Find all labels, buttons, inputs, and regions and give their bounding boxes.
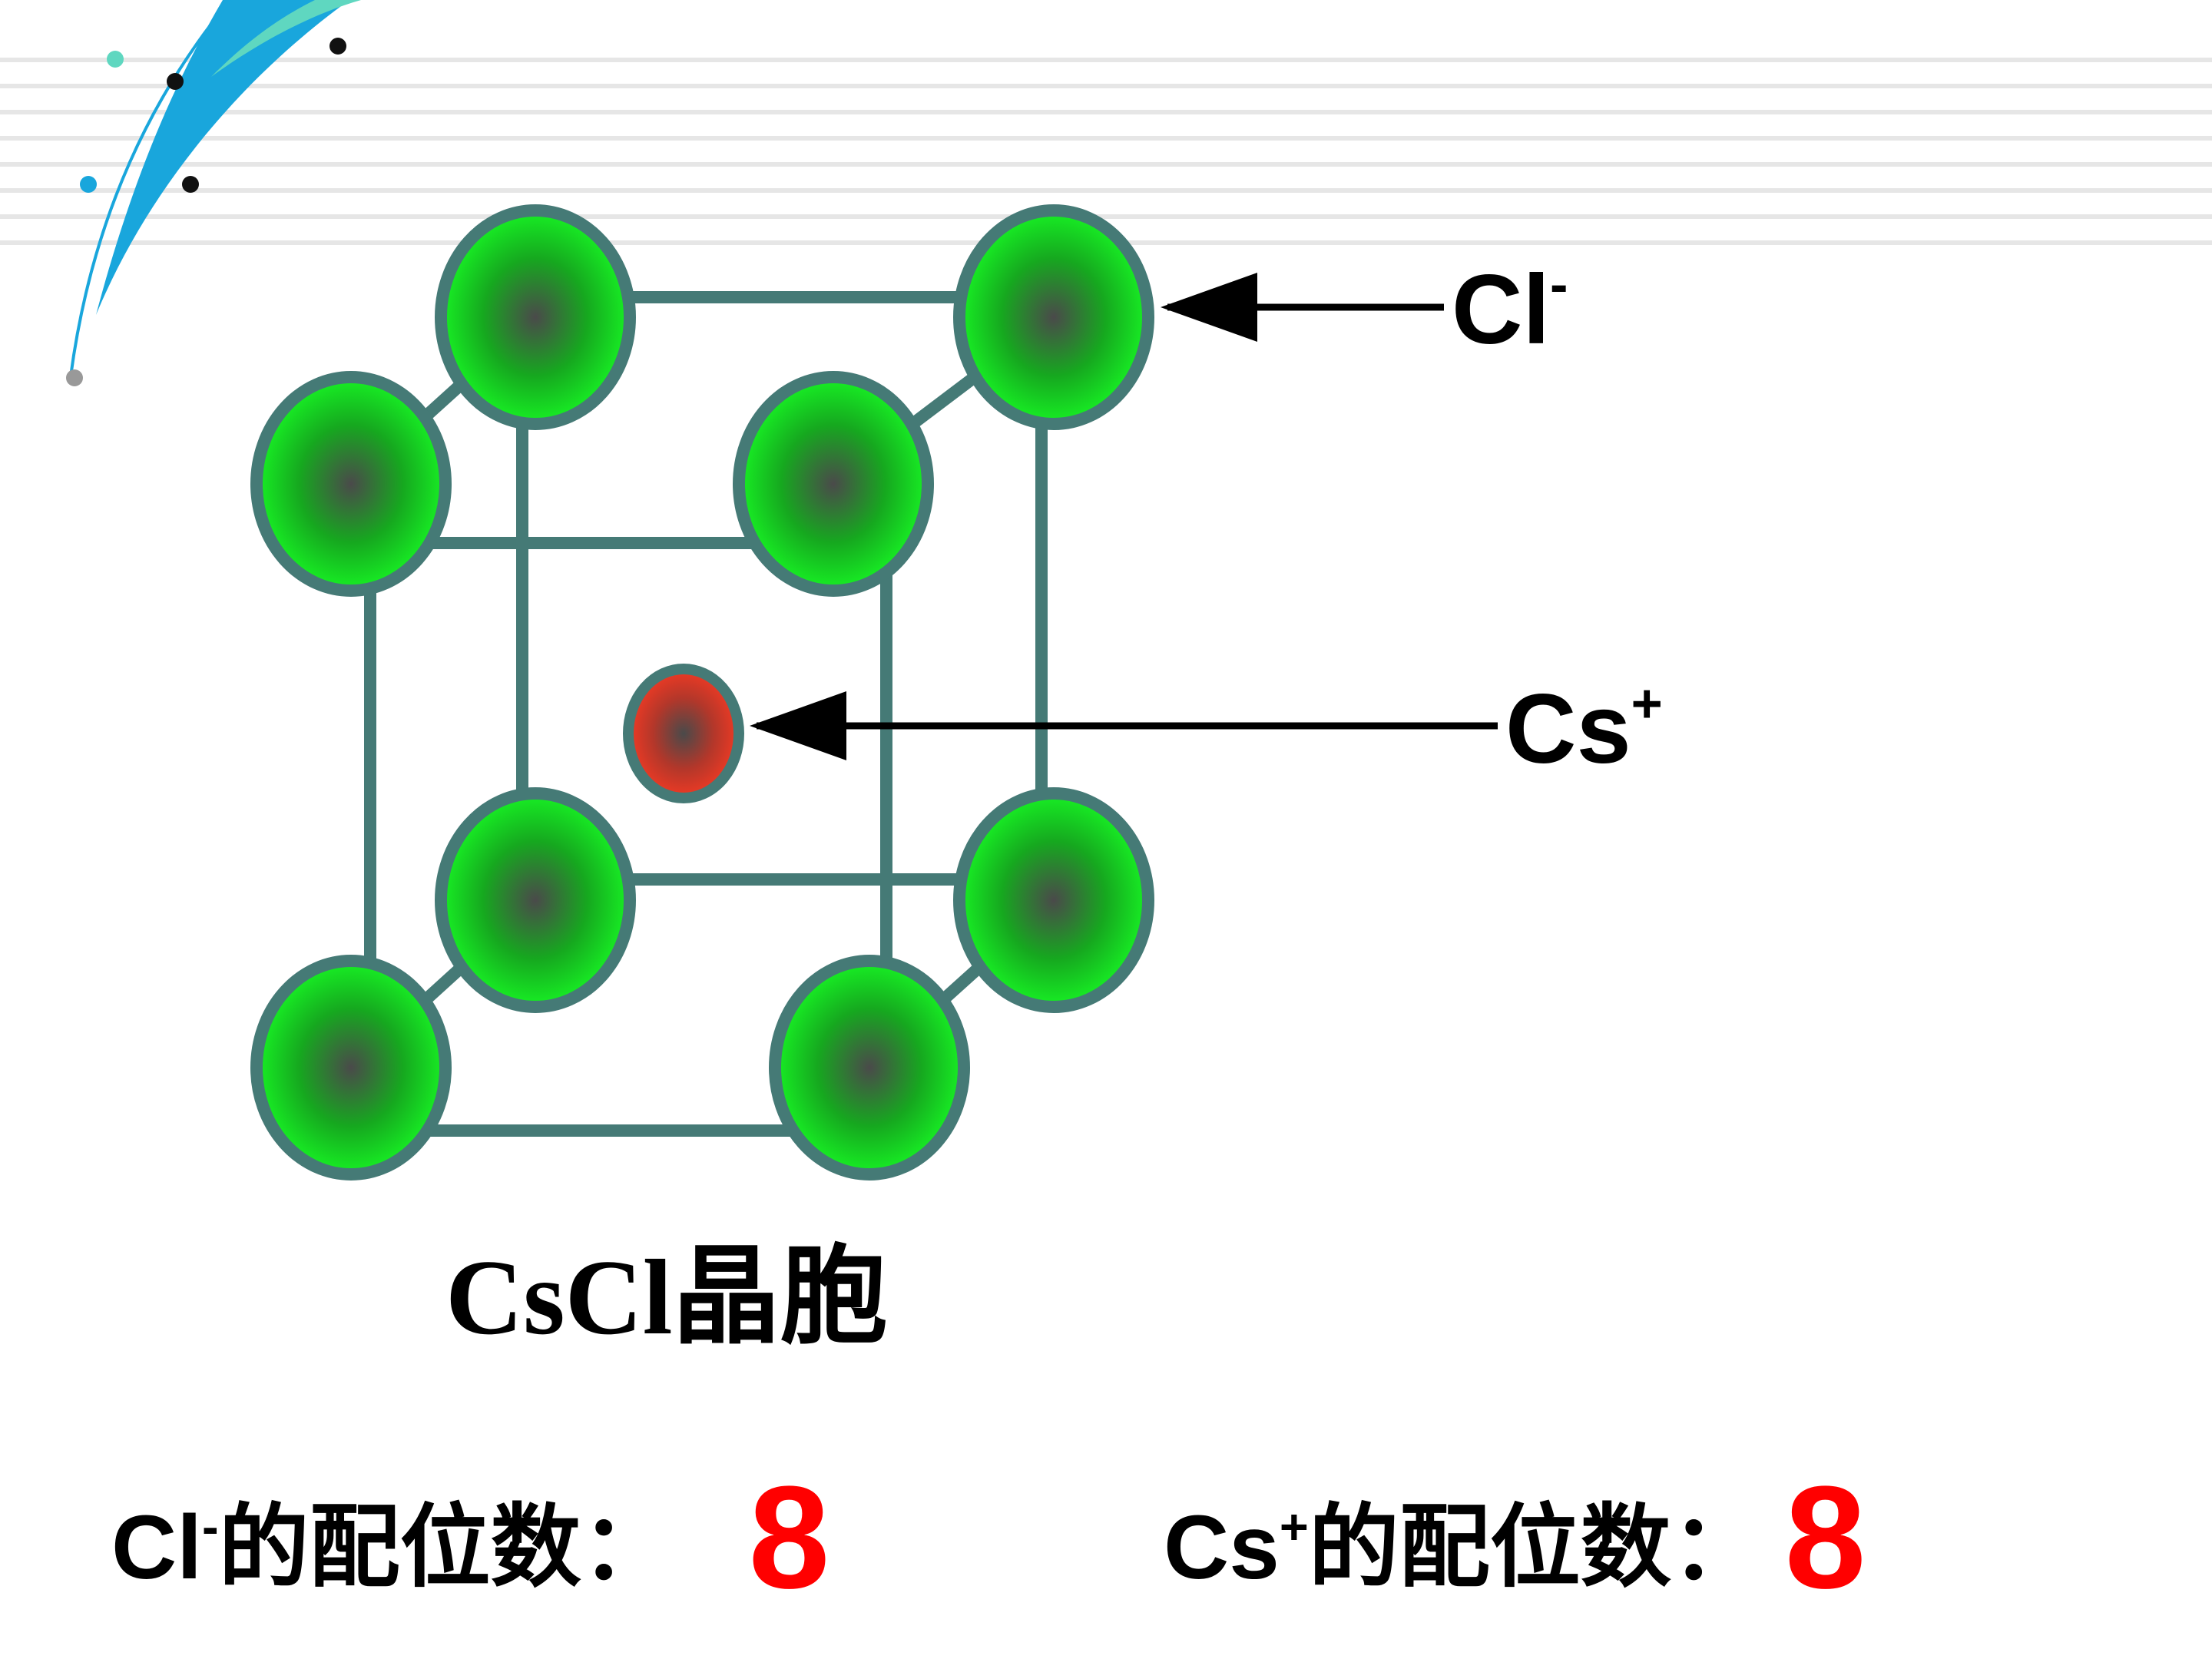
chloride-charge: - [1550, 253, 1568, 315]
chloride-ion-back-bottom-right [953, 787, 1154, 1013]
chloride-ion-back-bottom-left [435, 787, 636, 1013]
chloride-coordination: Cl-的配位数：8 [111, 1456, 830, 1619]
cesium-ion-center [623, 664, 744, 803]
chloride-ion-front-bottom-left [250, 955, 452, 1181]
cesium-label: Cs+ [1505, 673, 1663, 784]
chloride-ion-back-top-right [953, 204, 1154, 430]
chloride-ion-front-bottom-right [769, 955, 970, 1181]
chloride-ion-front-top-left [250, 371, 452, 597]
chloride-ion-front-top-right [733, 371, 934, 597]
diagram-caption: CsCl晶胞 [445, 1238, 888, 1357]
chloride-ion-back-top-left [435, 204, 636, 430]
cesium-coordination: Cs+的配位数：8 [1164, 1456, 1866, 1619]
cesium-charge: + [1631, 673, 1663, 734]
cesium-coordination-number: 8 [1784, 1456, 1866, 1619]
decorative-swoosh [66, 0, 361, 386]
header-stripes [0, 58, 2212, 245]
chloride-label: Cl- [1452, 253, 1568, 365]
chloride-ions [250, 204, 1154, 1181]
chloride-coordination-number: 8 [748, 1456, 830, 1619]
